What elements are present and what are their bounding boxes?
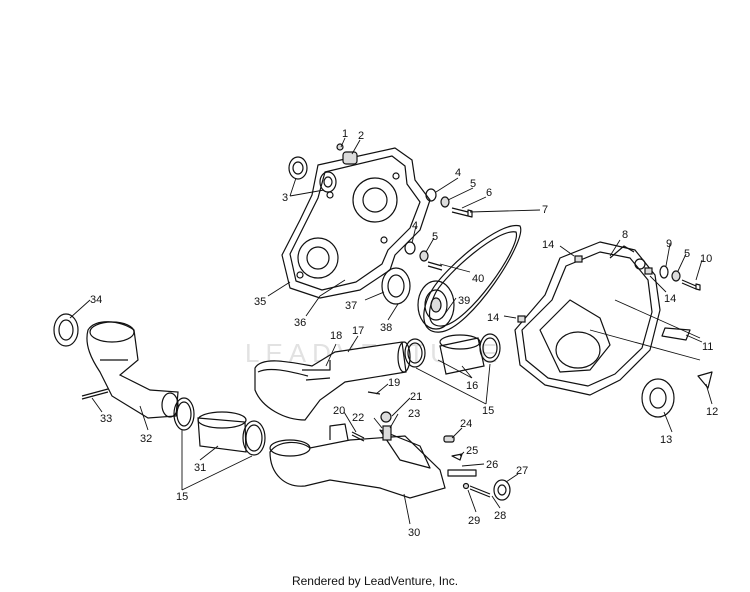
callout-8: 8 [622,229,628,241]
footer-credit: Rendered by LeadVenture, Inc. [291,574,459,588]
callout-24: 24 [460,418,472,430]
callout-38: 38 [380,322,392,334]
washer-9 [659,265,669,279]
callout-5c: 5 [684,248,690,260]
callout-12: 12 [706,406,718,418]
callout-4b: 4 [412,220,418,232]
callout-15a: 15 [482,405,494,417]
callout-6: 6 [486,187,492,199]
callout-14b: 14 [664,293,676,305]
callout-31: 31 [194,462,206,474]
callout-18: 18 [330,330,342,342]
callout-21: 21 [410,391,422,403]
callout-3: 3 [282,192,288,204]
bolt-33 [81,388,109,400]
callout-19: 19 [388,377,400,389]
duct-30 [269,423,446,499]
seal-37 [381,267,411,305]
callout-1: 1 [342,128,348,140]
callout-13: 13 [660,434,672,446]
callout-37: 37 [345,300,357,312]
callout-17: 17 [352,325,364,337]
callout-30: 30 [408,527,420,539]
grommet-27 [493,479,511,501]
bracket-11 [661,327,691,341]
callout-27: 27 [516,465,528,477]
gasket-13 [641,378,675,418]
drive-belt [423,225,522,333]
callout-14a: 14 [542,239,554,251]
seal-3a [288,156,308,180]
callout-4a: 4 [455,167,461,179]
callout-34: 34 [90,294,102,306]
callout-labels: 1 2 3 4 5 6 7 4 5 40 8 9 5 10 14 14 14 1… [90,128,718,539]
callout-15b: 15 [176,491,188,503]
leader-lines [69,137,713,525]
callout-23: 23 [408,408,420,420]
callout-5a: 5 [470,178,476,190]
grommet-34 [53,313,79,347]
clutch-38 [417,280,455,330]
callout-25: 25 [466,445,478,457]
callout-29: 29 [468,515,480,527]
callout-33: 33 [100,413,112,425]
callout-35: 35 [254,296,266,308]
stud-24 [443,435,455,443]
clip-12 [697,371,713,389]
callout-10: 10 [700,253,712,265]
callout-40: 40 [472,273,484,285]
callout-14c: 14 [487,312,499,324]
callout-7: 7 [542,204,548,216]
bolt-20 [351,431,365,442]
clip-25 [451,453,463,461]
outer-cover [514,241,661,396]
callout-2: 2 [358,130,364,142]
duct-17 [254,341,411,421]
callout-39: 39 [458,295,470,307]
callout-16: 16 [466,380,478,392]
callout-5b: 5 [432,231,438,243]
fasteners-upper [404,188,473,271]
callout-32: 32 [140,433,152,445]
callout-36: 36 [294,317,306,329]
duct-32 [86,321,179,419]
seal-3b [319,171,337,193]
callout-22: 22 [352,412,364,424]
callout-28: 28 [494,510,506,522]
callout-11: 11 [702,341,713,353]
fitting-23 [382,425,392,441]
boot-31 [197,417,247,453]
callout-9: 9 [666,238,672,250]
callout-20: 20 [333,405,345,417]
callout-26: 26 [486,459,498,471]
bushing-2 [342,151,358,165]
